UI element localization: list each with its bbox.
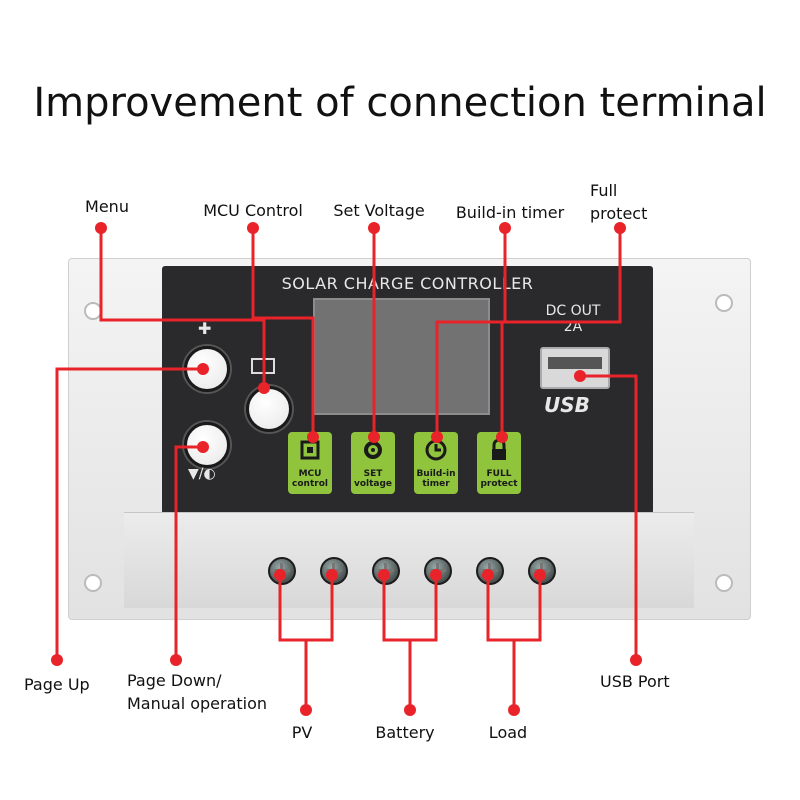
leader-mcu — [251, 228, 315, 437]
mount-hole — [84, 574, 102, 592]
marker-dot — [326, 569, 338, 581]
leader-battery — [382, 575, 438, 710]
marker-dot — [170, 654, 182, 666]
marker-dot — [404, 704, 416, 716]
set-button-line1: SET — [363, 469, 383, 479]
label-page-down-line1: Page Down/ — [127, 671, 222, 690]
label-load: Load — [488, 723, 528, 742]
leader-menu — [99, 228, 266, 388]
marker-dot — [431, 431, 443, 443]
marker-dot — [378, 569, 390, 581]
marker-dot — [247, 222, 259, 234]
timer-button-line2: timer — [422, 479, 450, 489]
lcd-screen — [313, 298, 490, 415]
label-page-up: Page Up — [24, 675, 90, 694]
label-build-in-timer: Build-in timer — [455, 203, 565, 222]
plus-icon: ✚ — [198, 319, 212, 338]
marker-dot — [197, 441, 209, 453]
marker-dot — [197, 363, 209, 375]
label-set-voltage: Set Voltage — [333, 201, 425, 220]
marker-dot — [614, 222, 626, 234]
marker-dot — [496, 431, 508, 443]
marker-dot — [300, 704, 312, 716]
leader-page-down — [174, 445, 203, 660]
mount-hole — [715, 294, 733, 312]
label-full-protect-line2: protect — [590, 204, 648, 223]
marker-dot — [51, 654, 63, 666]
timer-button-line1: Build-in — [416, 469, 456, 479]
label-battery: Battery — [375, 723, 435, 742]
terminal-band — [124, 512, 694, 608]
marker-dot — [534, 569, 546, 581]
leader-page-up — [55, 367, 203, 660]
marker-dot — [368, 222, 380, 234]
marker-dot — [274, 569, 286, 581]
label-full-protect-line1: Full — [590, 181, 618, 200]
dc-out-text: DC OUT — [545, 303, 601, 319]
panel-title: SOLAR CHARGE CONTROLLER — [281, 274, 534, 293]
label-pv: PV — [291, 723, 313, 742]
leader-timer — [435, 228, 507, 437]
marker-dot — [499, 222, 511, 234]
mcu-button-line2: control — [292, 479, 328, 489]
mcu-button-line1: MCU — [298, 469, 322, 479]
marker-dot — [258, 382, 270, 394]
marker-dot — [574, 370, 586, 382]
marker-dot — [508, 704, 520, 716]
leader-load — [486, 575, 542, 710]
marker-dot — [368, 431, 380, 443]
label-usb-port: USB Port — [600, 672, 670, 691]
headline: Improvement of connection terminal — [33, 80, 767, 126]
mount-hole — [715, 574, 733, 592]
usb-port-slot — [548, 357, 602, 369]
marker-dot — [482, 569, 494, 581]
label-menu: Menu — [85, 197, 129, 216]
leader-pv — [278, 575, 334, 710]
marker-dot — [95, 222, 107, 234]
label-page-down-line2: Manual operation — [127, 694, 268, 713]
usb-logo: USB — [544, 393, 590, 417]
leader-full — [500, 228, 622, 437]
full-button-line1: FULL — [486, 469, 512, 479]
marker-dot — [430, 569, 442, 581]
full-button-line2: protect — [480, 479, 518, 489]
marker-dot — [630, 654, 642, 666]
set-button-line2: voltage — [353, 479, 393, 489]
gear-icon — [364, 441, 382, 459]
usb-port[interactable] — [540, 347, 610, 389]
marker-dot — [307, 431, 319, 443]
leader-usb — [580, 374, 638, 660]
down-arrow-icon: ▼/◐ — [188, 466, 216, 482]
label-mcu-control: MCU Control — [203, 201, 303, 220]
